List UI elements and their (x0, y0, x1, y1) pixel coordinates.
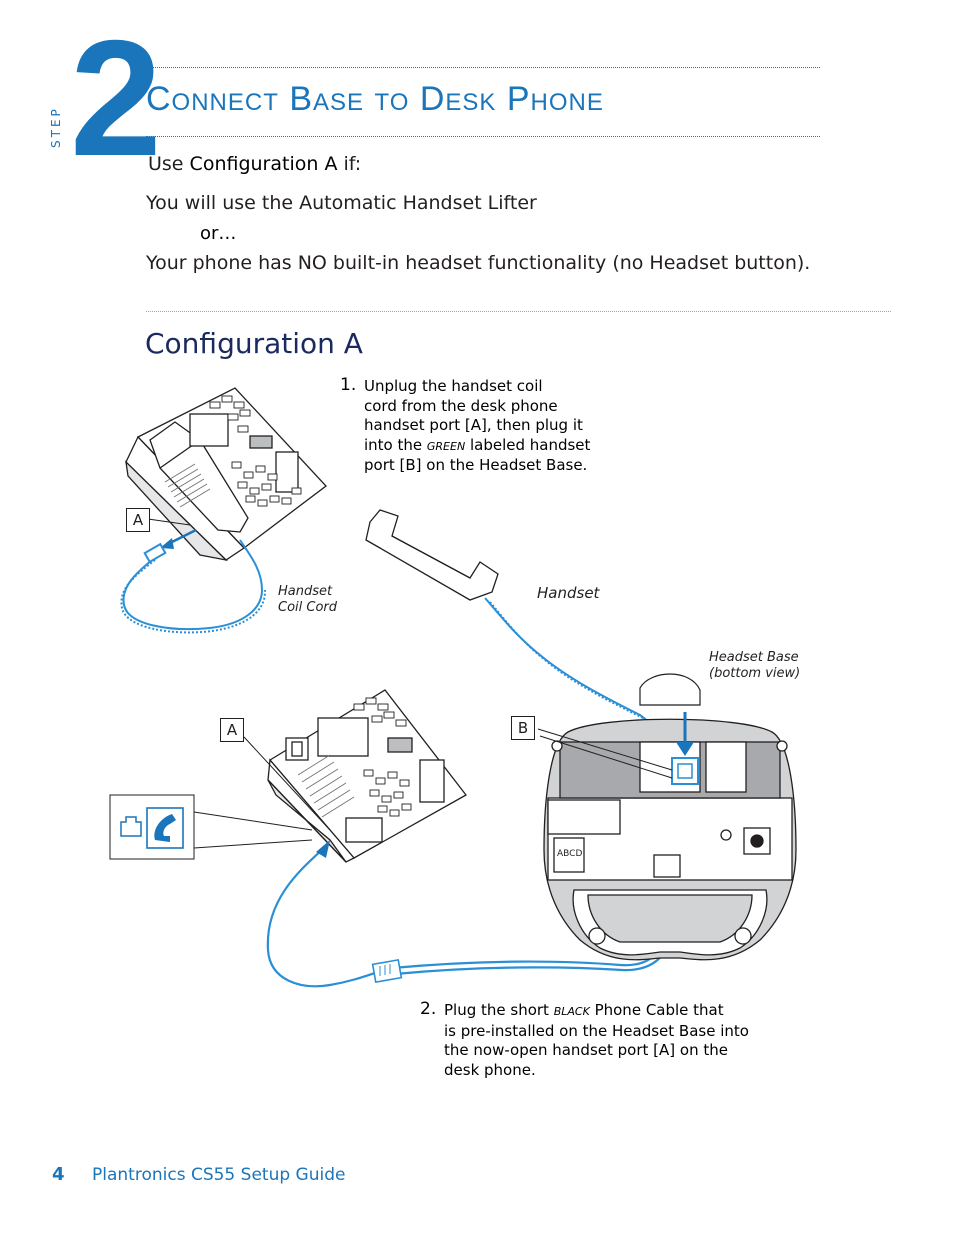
lifter-tab (639, 673, 701, 706)
step2-number: 2. (420, 999, 437, 1019)
rj-plug (371, 958, 403, 984)
port-b-connector (671, 757, 699, 785)
step2-line1-post: Phone Cable that (589, 1001, 724, 1019)
caption-coil-cord-line1: Handset (278, 584, 333, 599)
top-unplug-arrow (160, 528, 197, 549)
label-b: B (511, 716, 535, 740)
condition-2: Your phone has NO built-in headset funct… (146, 252, 811, 274)
port-b-arrow (676, 712, 694, 756)
header-rule-top (146, 67, 820, 68)
header-rule-bottom (146, 136, 820, 137)
step-number: 2 (70, 6, 162, 190)
caption-coil-cord: Handset Coil Cord (278, 584, 337, 616)
step2-line2: is pre-installed on the Headset Base int… (444, 1021, 749, 1040)
base-brand-label: PLANTRONICS (630, 804, 697, 812)
caption-base-line1: Headset Base (709, 650, 799, 665)
handset-port-icon (120, 807, 184, 849)
label-a-top: A (126, 508, 150, 532)
step1-number: 1. (340, 375, 357, 395)
or-text: or… (200, 223, 237, 244)
caption-base: Headset Base (bottom view) (709, 650, 800, 682)
headset-base (543, 718, 797, 961)
step1-green-word: green (426, 439, 466, 453)
section-heading: Configuration A (145, 327, 363, 360)
step1-line4-pre: into the (364, 435, 427, 454)
step2-line1-pre: Plug the short (444, 1001, 554, 1019)
caption-handset: Handset (537, 584, 600, 602)
step1-line3: handset port [A], then plug it (364, 416, 583, 434)
step1-line2: cord from the desk phone (364, 396, 558, 415)
footer-guide-title: Plantronics CS55 Setup Guide (92, 1165, 346, 1185)
use-config-line: Use Configuration A if: (148, 153, 361, 175)
handset (365, 509, 499, 601)
desk-phone-top (125, 387, 327, 562)
top-coil-cord (120, 539, 267, 634)
step2-line3: the now-open handset port [A] on the (444, 1041, 728, 1059)
step1-line4-post: labeled handset (465, 435, 591, 454)
use-config-name: Configuration A (189, 153, 338, 175)
step1-line5: port [B] on the Headset Base. (364, 456, 588, 474)
base-abcd-label: ABCD (557, 849, 583, 859)
step1-line4: into the green labeled handset (364, 436, 590, 457)
page-title: Connect Base to Desk Phone (146, 80, 604, 118)
section-rule (146, 311, 891, 312)
use-suffix: if: (337, 153, 362, 175)
caption-base-line2: (bottom view) (709, 666, 801, 681)
step1-text: Unplug the handset coil cord from the de… (364, 377, 590, 476)
step2-line1: Plug the short black Phone Cable that (444, 1001, 749, 1022)
step1-line1: Unplug the handset coil (364, 377, 543, 395)
label-a-bottom: A (220, 718, 244, 742)
use-prefix: Use (148, 153, 190, 175)
step2-text: Plug the short black Phone Cable that is… (444, 1001, 749, 1080)
caption-coil-cord-line2: Coil Cord (278, 600, 338, 615)
footer-page-number: 4 (52, 1164, 65, 1185)
phone-cable-arrow (316, 840, 330, 858)
condition-1: You will use the Automatic Handset Lifte… (146, 192, 537, 214)
desk-phone-bottom (267, 689, 467, 863)
step2-line4: desk phone. (444, 1060, 536, 1079)
step2-black-word: black (553, 1005, 590, 1018)
